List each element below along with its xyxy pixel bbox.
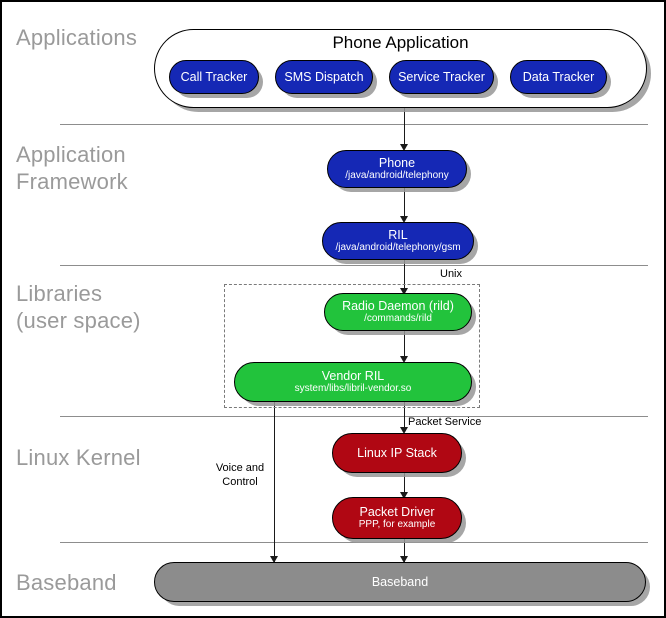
app-node-call-tracker[interactable]: Call Tracker bbox=[169, 60, 259, 94]
framework-node-phone[interactable]: Phone /java/android/telephony bbox=[327, 150, 467, 188]
arrowhead-ril-to-rild bbox=[400, 288, 408, 295]
app-node-data-tracker-label: Data Tracker bbox=[522, 70, 595, 84]
library-node-vendor-ril-title: Vendor RIL bbox=[321, 369, 385, 383]
connector-packet-driver-to-baseband bbox=[404, 539, 406, 563]
connector-ip-stack-to-packet-driver bbox=[404, 473, 406, 497]
arrowhead-app-to-phone bbox=[400, 144, 408, 151]
arrowhead-phone-to-ril bbox=[400, 216, 408, 223]
app-node-service-tracker[interactable]: Service Tracker bbox=[389, 60, 494, 94]
layer-label-libraries: Libraries (user space) bbox=[16, 281, 141, 333]
connector-vendor-ril-to-ip-stack bbox=[404, 402, 406, 431]
app-node-call-tracker-label: Call Tracker bbox=[180, 70, 248, 84]
kernel-node-linux-ip-stack-title: Linux IP Stack bbox=[357, 446, 437, 460]
layer-label-applications: Applications bbox=[16, 25, 138, 50]
app-node-sms-dispatch[interactable]: SMS Dispatch bbox=[275, 60, 373, 94]
layer-label-application-framework: Application Framework bbox=[16, 142, 128, 194]
framework-node-ril-title: RIL bbox=[388, 228, 408, 242]
app-node-sms-dispatch-label: SMS Dispatch bbox=[284, 70, 364, 84]
layer-label-linux-kernel: Linux Kernel bbox=[16, 445, 141, 470]
unix-group-label: Unix bbox=[440, 268, 463, 280]
edge-label-packet-service: Packet Service bbox=[408, 416, 482, 428]
arrowhead-vendor-ril-to-baseband-voice bbox=[270, 556, 278, 563]
divider-application-framework bbox=[60, 265, 648, 266]
connector-app-to-phone bbox=[404, 108, 406, 146]
connector-phone-to-ril bbox=[404, 188, 406, 217]
layer-label-baseband: Baseband bbox=[16, 570, 117, 595]
kernel-node-linux-ip-stack[interactable]: Linux IP Stack bbox=[332, 433, 462, 473]
framework-node-ril-subtitle: /java/android/telephony/gsm bbox=[335, 242, 461, 253]
library-node-radio-daemon[interactable]: Radio Daemon (rild) /commands/rild bbox=[324, 293, 472, 331]
library-node-radio-daemon-subtitle: /commands/rild bbox=[364, 313, 432, 324]
kernel-node-packet-driver-subtitle: PPP, for example bbox=[358, 519, 436, 530]
library-node-vendor-ril-subtitle: system/libs/libril-vendor.so bbox=[294, 383, 412, 394]
baseband-node[interactable]: Baseband bbox=[154, 562, 646, 602]
divider-applications bbox=[60, 124, 648, 125]
kernel-node-packet-driver[interactable]: Packet Driver PPP, for example bbox=[332, 497, 462, 539]
framework-node-phone-title: Phone bbox=[378, 156, 416, 170]
library-node-vendor-ril[interactable]: Vendor RIL system/libs/libril-vendor.so bbox=[234, 362, 472, 402]
baseband-node-title: Baseband bbox=[371, 575, 429, 589]
edge-label-voice-and-control: Voice and Control bbox=[215, 462, 265, 488]
unix-group-box bbox=[224, 284, 480, 408]
framework-node-ril[interactable]: RIL /java/android/telephony/gsm bbox=[322, 222, 474, 260]
arrowhead-rild-to-vendor-ril bbox=[400, 356, 408, 363]
app-node-service-tracker-label: Service Tracker bbox=[398, 70, 485, 84]
divider-libraries bbox=[60, 416, 648, 417]
arrowhead-ip-stack-to-packet-driver bbox=[400, 492, 408, 499]
arrowhead-vendor-ril-to-ip-stack bbox=[400, 427, 408, 434]
arrowhead-packet-driver-to-baseband bbox=[400, 556, 408, 563]
connector-rild-to-vendor-ril bbox=[404, 331, 406, 358]
connector-ril-to-rild bbox=[404, 260, 406, 290]
app-node-data-tracker[interactable]: Data Tracker bbox=[510, 60, 607, 94]
library-node-radio-daemon-title: Radio Daemon (rild) bbox=[342, 299, 454, 313]
kernel-node-packet-driver-title: Packet Driver bbox=[359, 505, 435, 519]
phone-application-title: Phone Application bbox=[332, 33, 469, 52]
divider-linux-kernel bbox=[60, 542, 648, 543]
framework-node-phone-subtitle: /java/android/telephony bbox=[345, 170, 449, 181]
connector-vendor-ril-to-baseband-voice bbox=[274, 400, 276, 563]
